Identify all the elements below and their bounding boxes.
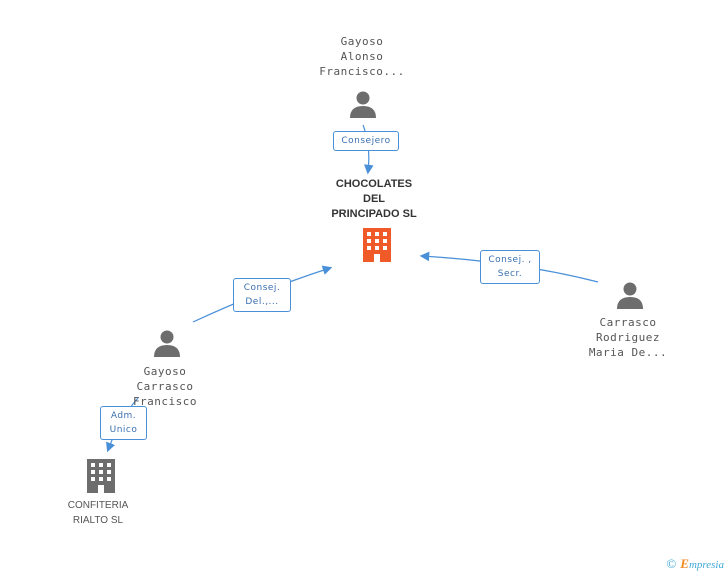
person-icon[interactable]: [615, 280, 645, 310]
person-label-gayoso-alonso[interactable]: Gayoso Alonso Francisco...: [312, 34, 412, 79]
badge-line: Unico: [109, 425, 138, 435]
copyright-icon: ©: [666, 556, 677, 571]
empresia-footer: ©Empresia: [666, 556, 724, 572]
label-line: Alonso: [340, 50, 384, 63]
badge-line: Consej.: [243, 283, 281, 293]
building-icon[interactable]: [85, 459, 117, 493]
role-badge-consejero[interactable]: Consejero: [333, 131, 399, 151]
label-line: Carrasco: [136, 380, 194, 393]
person-icon[interactable]: [348, 89, 378, 119]
role-badge-adm-unico[interactable]: Adm. Unico: [100, 406, 147, 440]
role-badge-consej-del[interactable]: Consej. Del.,...: [233, 278, 291, 312]
badge-line: Consejero: [341, 136, 391, 146]
person-label-carrasco[interactable]: Carrasco Rodriguez Maria De...: [578, 315, 678, 360]
badge-line: Del.,...: [245, 297, 279, 307]
person-icon[interactable]: [152, 328, 182, 358]
company-label-chocolates[interactable]: CHOCOLATES DEL PRINCIPADO SL: [314, 177, 434, 222]
label-line: Rodriguez: [595, 331, 661, 344]
label-line: Francisco: [132, 395, 198, 408]
label-line: PRINCIPADO SL: [331, 208, 417, 220]
label-line: CONFITERIA: [67, 500, 129, 511]
label-line: CHOCOLATES: [335, 178, 413, 190]
role-badge-consej-secr[interactable]: Consej. , Secr.: [480, 250, 540, 284]
label-line: Francisco...: [319, 65, 405, 78]
badge-line: Consej. ,: [488, 255, 532, 265]
building-icon[interactable]: [361, 228, 393, 262]
label-line: DEL: [363, 193, 385, 205]
label-line: RIALTO SL: [72, 515, 124, 526]
label-line: Gayoso: [340, 35, 384, 48]
badge-line: Adm.: [110, 411, 137, 421]
company-label-confiteria[interactable]: CONFITERIA RIALTO SL: [48, 498, 148, 528]
person-label-gayoso-carrasco[interactable]: Gayoso Carrasco Francisco: [115, 364, 215, 409]
label-line: Carrasco: [599, 316, 657, 329]
brand-initial: E: [680, 556, 689, 571]
badge-line: Secr.: [497, 269, 523, 279]
brand-name: mpresia: [688, 559, 724, 571]
label-line: Gayoso: [143, 365, 187, 378]
label-line: Maria De...: [588, 346, 668, 359]
